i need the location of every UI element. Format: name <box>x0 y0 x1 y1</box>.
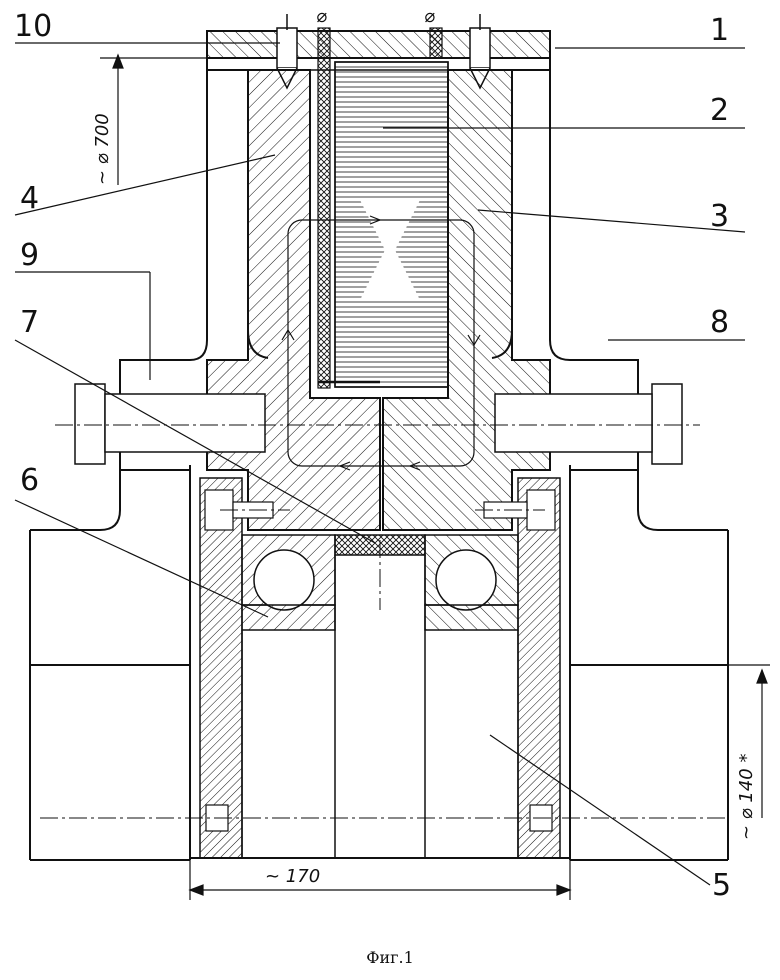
dimension-width: ~ 170 <box>265 866 320 887</box>
part-number-3: 3 <box>710 199 729 234</box>
dimension-outer-diameter: ~ ⌀ 700 <box>92 113 113 185</box>
part-number-2: 2 <box>710 93 729 128</box>
wire-symbol-right: ⌀ <box>424 6 435 27</box>
part-number-6: 6 <box>20 463 39 498</box>
figure-caption: Фиг.1 <box>0 948 780 967</box>
part-number-7: 7 <box>20 305 39 340</box>
part-number-1: 1 <box>710 13 729 48</box>
part-number-10: 10 <box>14 9 52 44</box>
part-number-5: 5 <box>712 868 731 903</box>
coil-winding <box>335 62 448 387</box>
wire-symbol-left: ⌀ <box>316 6 327 27</box>
air-gap <box>380 398 383 530</box>
part-number-8: 8 <box>710 305 729 340</box>
part-number-4: 4 <box>20 181 39 216</box>
dimension-inner-diameter: ~ ⌀ 140 * <box>736 754 757 840</box>
part-number-9: 9 <box>20 238 39 273</box>
